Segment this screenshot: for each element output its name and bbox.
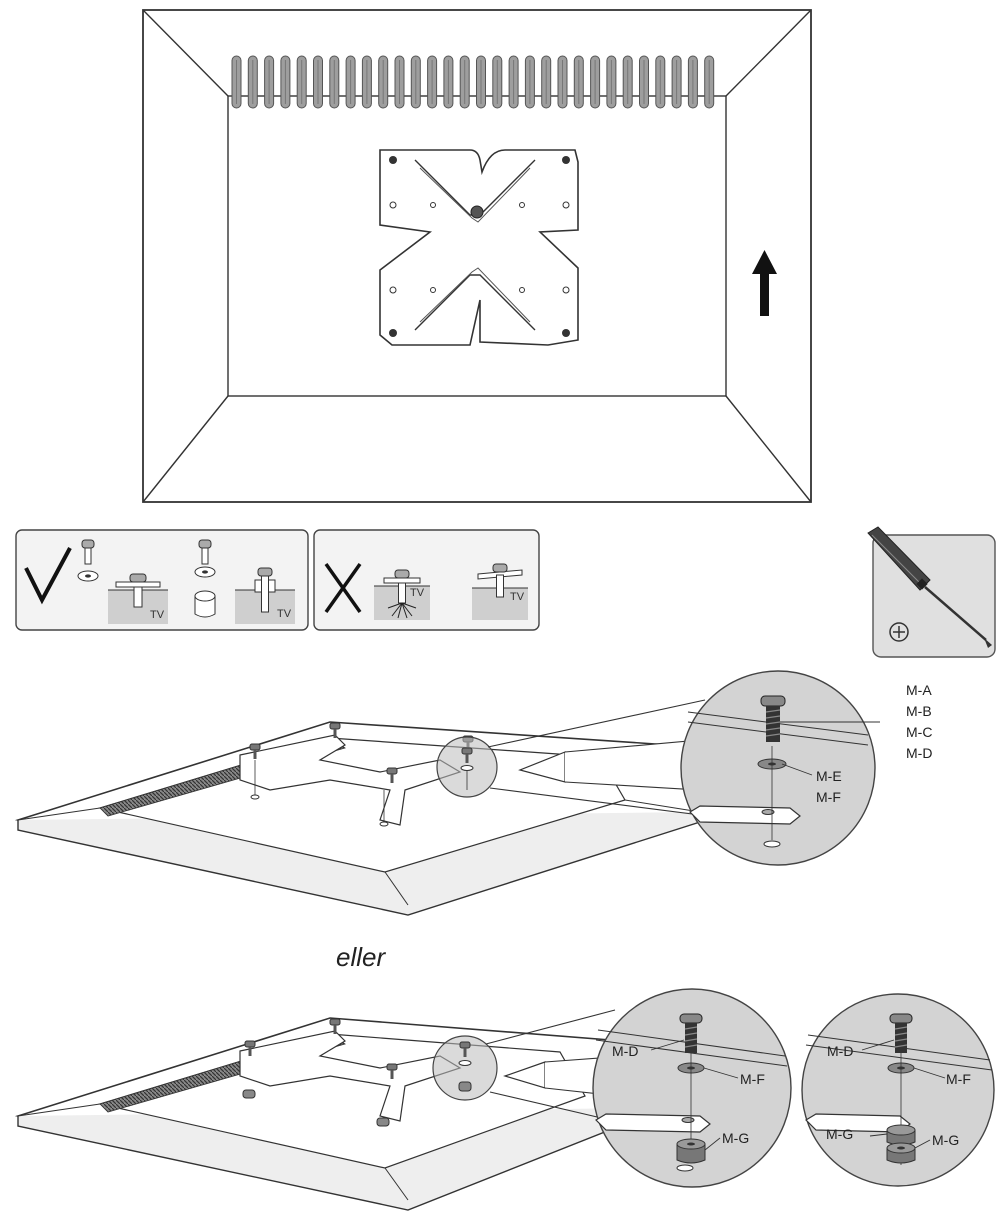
- label-m-f: M-F: [816, 789, 841, 805]
- label-m-d: M-D: [906, 745, 932, 761]
- ventilation-slot: [476, 55, 486, 109]
- label-m-c: M-C: [906, 724, 932, 740]
- ventilation-slot: [410, 55, 421, 109]
- ventilation-slot: [541, 55, 552, 109]
- ventilation-slot: [622, 55, 633, 109]
- tool-panel: [867, 526, 996, 658]
- ventilation-slot: [459, 55, 470, 109]
- ventilation-slot: [345, 55, 356, 109]
- label-m-d: M-D: [612, 1043, 638, 1059]
- ventilation-slot: [361, 55, 372, 109]
- ventilation-slot: [704, 55, 715, 109]
- ventilation-slot: [231, 55, 242, 109]
- detail-top-screw-labels: M-A M-B M-C M-D M-E M-F: [816, 682, 932, 805]
- tv-flat-view-top: [14, 699, 706, 916]
- label-m-b: M-B: [906, 703, 932, 719]
- correct-usage-panel: TV TV: [15, 529, 309, 631]
- label-m-f: M-F: [946, 1071, 971, 1087]
- ventilation-slot: [639, 55, 649, 109]
- ventilation-slot: [443, 55, 454, 109]
- ventilation-slot: [687, 55, 698, 109]
- tv-label: TV: [150, 609, 165, 621]
- checkmark-icon: [24, 547, 72, 605]
- ventilation-slot: [557, 55, 568, 109]
- separator-text: eller: [336, 942, 386, 972]
- ventilation-slot: [492, 55, 503, 109]
- tv-label: TV: [410, 587, 425, 599]
- label-m-a: M-A: [906, 682, 932, 698]
- vesa-adapter-plate: [379, 149, 579, 346]
- detail-bottom-right-labels: M-D M-F M-G M-G: [826, 1043, 971, 1148]
- label-m-d: M-D: [827, 1043, 853, 1059]
- ventilation-slot: [590, 55, 601, 109]
- ventilation-slot: [280, 55, 291, 109]
- detail-bottom-left-labels: M-D M-F M-G: [612, 1043, 765, 1146]
- detail-circle-bottom-right: [801, 993, 995, 1187]
- cross-icon: [324, 562, 362, 614]
- ventilation-slot: [296, 55, 307, 109]
- label-m-g: M-G: [722, 1130, 749, 1146]
- ventilation-slot: [394, 55, 405, 109]
- tv-label: TV: [277, 608, 292, 620]
- detail-circle-bottom-left: [592, 988, 792, 1188]
- arrow-up-icon: [752, 250, 777, 316]
- tv-label: TV: [510, 591, 525, 603]
- label-m-g: M-G: [826, 1126, 853, 1142]
- label-m-f: M-F: [740, 1071, 765, 1087]
- incorrect-usage-panel: TV TV: [313, 529, 540, 631]
- ventilation-slot: [329, 55, 340, 109]
- label-m-g: M-G: [932, 1132, 959, 1148]
- ventilation-slot: [427, 55, 438, 109]
- ventilation-slot: [671, 55, 682, 109]
- ventilation-slot: [247, 55, 258, 109]
- ventilation-slot: [508, 55, 519, 109]
- detail-circle-top: [680, 670, 880, 866]
- phillips-screwdriver-icon: [867, 526, 992, 648]
- ventilation-slot: [264, 55, 275, 109]
- ventilation-slot: [573, 55, 584, 109]
- ventilation-slot: [313, 55, 323, 109]
- ventilation-slot: [378, 55, 389, 109]
- phillips-head-icon: [889, 622, 909, 642]
- ventilation-slot: [655, 55, 666, 109]
- ventilation-slot: [606, 55, 617, 109]
- tv-flat-view-bottom: [14, 1009, 642, 1211]
- ventilation-slot: [524, 55, 535, 109]
- label-m-e: M-E: [816, 768, 842, 784]
